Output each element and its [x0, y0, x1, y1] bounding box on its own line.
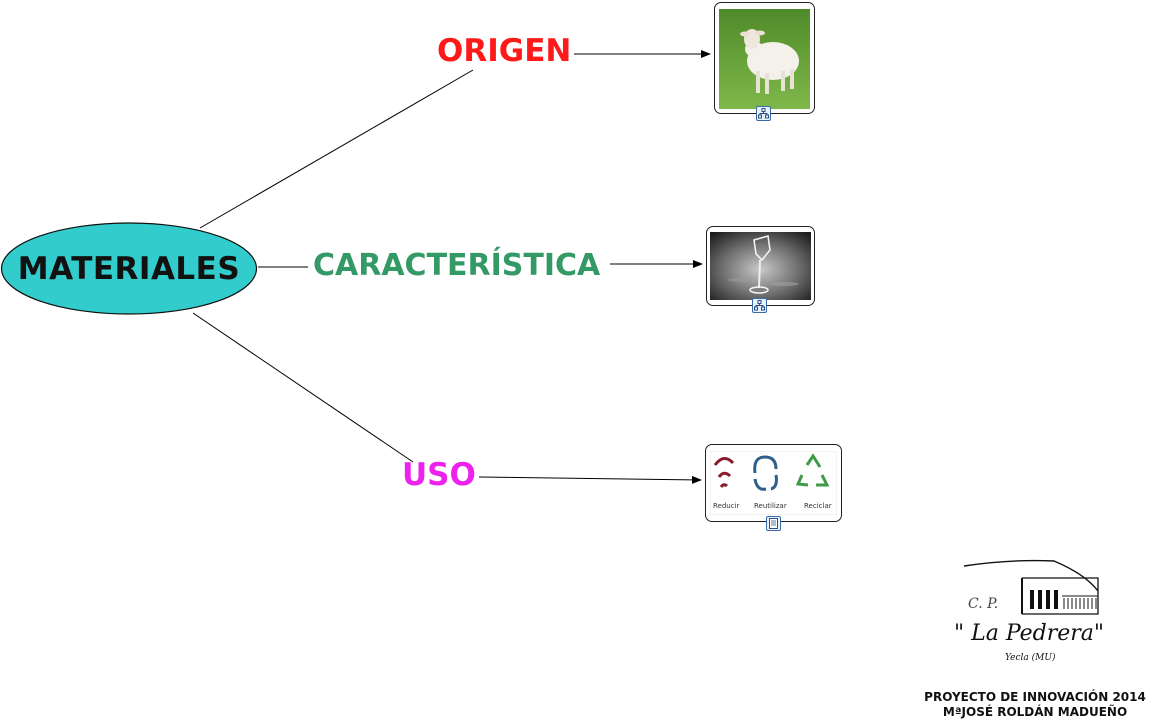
concept-map-link-icon[interactable] — [756, 106, 771, 121]
reduce-arrows-icon — [713, 457, 735, 488]
link-center-origen — [199, 69, 474, 229]
school-logo: C. P. " La Pedrera" Yecla (MU) — [950, 556, 1130, 666]
link-center-uso — [192, 312, 414, 463]
glass-image — [710, 232, 811, 300]
resource-node-glass[interactable] — [706, 226, 815, 313]
reduce-reuse-recycle-image: Reducir Reutilizar Reciclar — [710, 451, 837, 515]
concept-map-link-icon[interactable] — [752, 298, 767, 313]
concept-label: MATERIALES — [17, 250, 241, 287]
reuse-arrows-icon — [753, 455, 778, 491]
recycle-caption: Reciclar — [804, 502, 832, 510]
recycle-arrows-icon — [795, 453, 830, 487]
project-credits: PROYECTO DE INNOVACIÓN 2014 MªJOSÉ ROLDÁ… — [910, 690, 1160, 720]
reduce-caption: Reducir — [713, 502, 740, 510]
concept-node-origen[interactable]: ORIGEN — [437, 33, 572, 69]
resource-node-sheep[interactable] — [714, 2, 815, 121]
arrow-uso-to-rrr — [478, 475, 702, 484]
resource-node-reduce-reuse-recycle[interactable]: Reducir Reutilizar Reciclar — [705, 444, 842, 531]
sheep-image — [719, 9, 810, 109]
reuse-caption: Reutilizar — [754, 502, 787, 510]
concept-node-materiales[interactable]: MATERIALES — [0, 222, 258, 315]
logo-name: " La Pedrera" — [954, 621, 1104, 646]
ellipse-shape — [0, 222, 258, 315]
author-name: MªJOSÉ ROLDÁN MADUEÑO — [942, 705, 1128, 719]
document-link-icon[interactable] — [766, 516, 781, 531]
logo-line1: C. P. — [968, 596, 998, 612]
project-title: PROYECTO DE INNOVACIÓN 2014 — [924, 690, 1146, 704]
concept-node-caracteristica[interactable]: CARACTERÍSTICA — [313, 248, 601, 283]
concept-node-uso[interactable]: USO — [402, 457, 476, 493]
logo-place: Yecla (MU) — [1005, 652, 1056, 663]
